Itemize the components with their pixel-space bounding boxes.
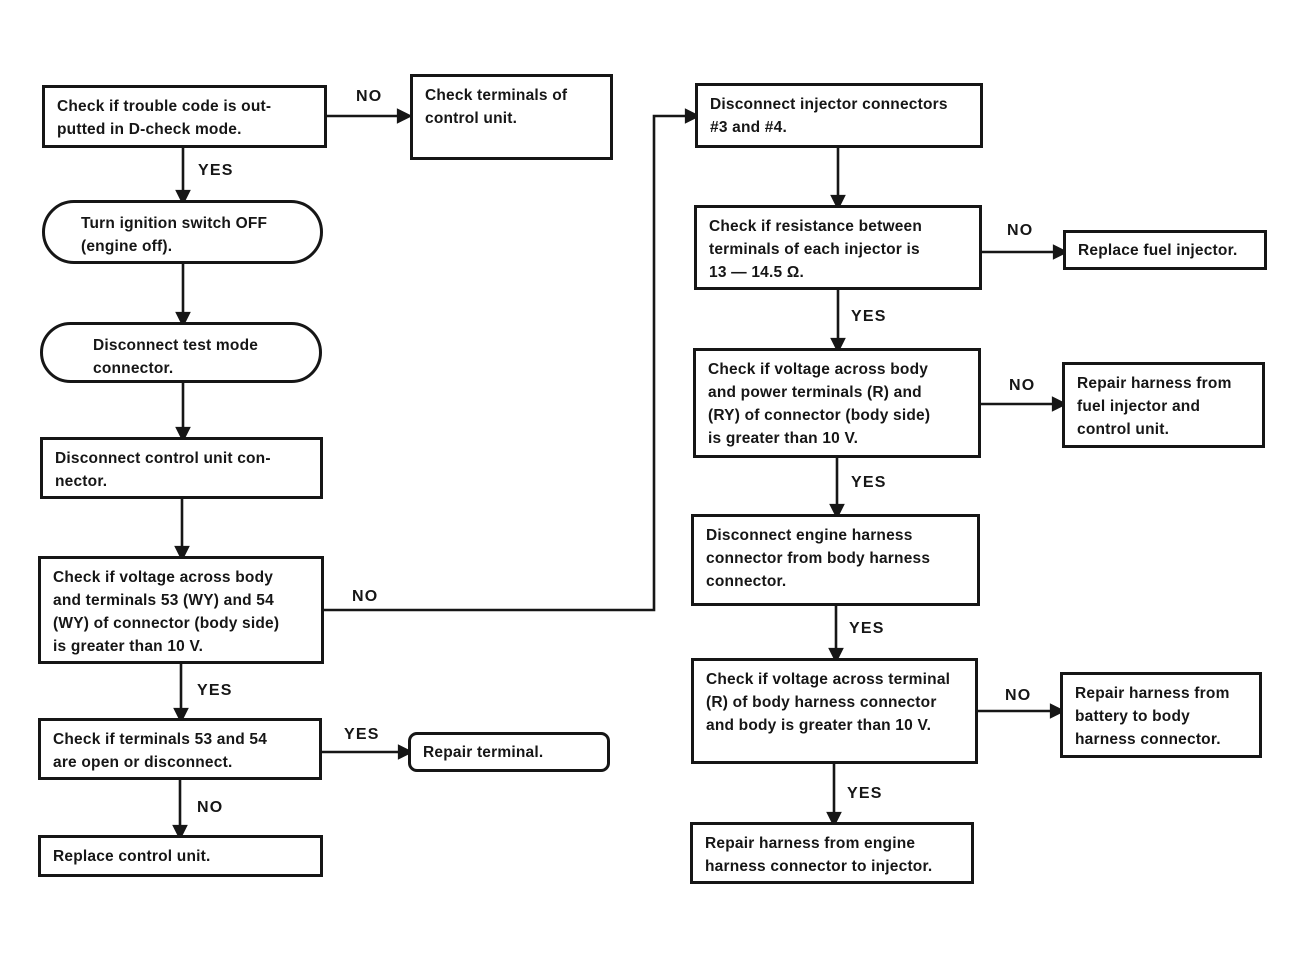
edge-label-no-voltage-r-body: NO xyxy=(1005,687,1032,704)
edge-label-no-terminals-53-54: NO xyxy=(197,799,224,816)
edge-label-no-voltage-53-54: NO xyxy=(352,588,379,605)
node-check-terminals-control-unit: Check terminals of control unit. xyxy=(410,74,613,160)
edge-label-yes-voltage-r-body: YES xyxy=(847,785,883,802)
node-check-terminals-53-54: Check if terminals 53 and 54 are open or… xyxy=(38,718,322,780)
node-turn-ignition-off: Turn ignition switch OFF (engine off). xyxy=(42,200,323,264)
edge-label-yes-engine-harness: YES xyxy=(849,620,885,637)
edge-label-yes-terminals-53-54: YES xyxy=(344,726,380,743)
node-check-voltage-r-body: Check if voltage across terminal (R) of … xyxy=(691,658,978,764)
edge-label-no-voltage-r-ry: NO xyxy=(1009,377,1036,394)
node-repair-terminal: Repair terminal. xyxy=(408,732,610,772)
node-disconnect-engine-harness: Disconnect engine harness connector from… xyxy=(691,514,980,606)
edge-label-yes-voltage-r-ry: YES xyxy=(851,474,887,491)
node-repair-harness-fuel-injector: Repair harness from fuel injector and co… xyxy=(1062,362,1265,448)
node-check-voltage-53-54: Check if voltage across body and termina… xyxy=(38,556,324,664)
edge-label-no-resistance: NO xyxy=(1007,222,1034,239)
node-repair-harness-engine: Repair harness from engine harness conne… xyxy=(690,822,974,884)
node-replace-fuel-injector: Replace fuel injector. xyxy=(1063,230,1267,270)
node-repair-harness-battery: Repair harness from battery to body harn… xyxy=(1060,672,1262,758)
edge-label-yes-resistance: YES xyxy=(851,308,887,325)
edge-label-yes-voltage-53-54: YES xyxy=(197,682,233,699)
node-disconnect-test-mode: Disconnect test mode connector. xyxy=(40,322,322,383)
node-replace-control-unit: Replace control unit. xyxy=(38,835,323,877)
edge-label-no-trouble-code: NO xyxy=(356,88,383,105)
edge-label-yes-trouble-code: YES xyxy=(198,162,234,179)
edge-voltage-53-54-no-long xyxy=(324,108,701,612)
node-disconnect-control-unit-connector: Disconnect control unit con- nector. xyxy=(40,437,323,499)
node-check-trouble-code: Check if trouble code is out- putted in … xyxy=(42,85,327,148)
node-check-voltage-r-ry: Check if voltage across body and power t… xyxy=(693,348,981,458)
node-check-resistance: Check if resistance between terminals of… xyxy=(694,205,982,290)
node-disconnect-injector-connectors: Disconnect injector connectors #3 and #4… xyxy=(695,83,983,148)
